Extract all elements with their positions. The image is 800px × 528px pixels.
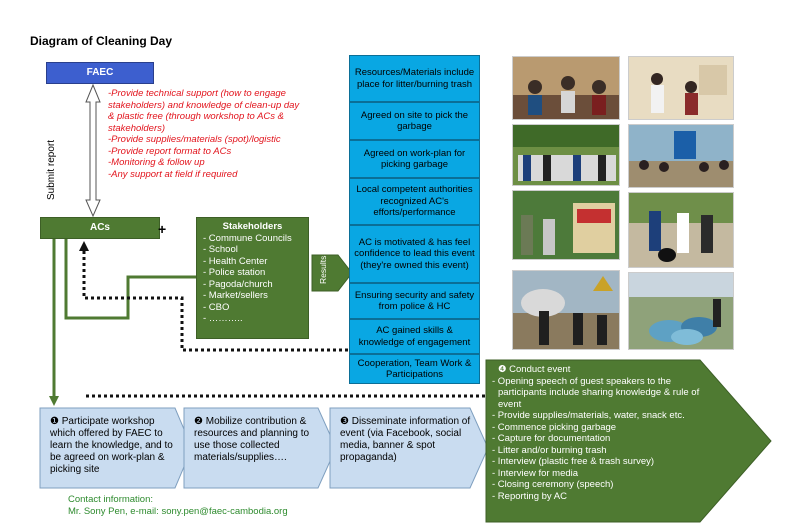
stakeholders-title: Stakeholders — [222, 221, 283, 232]
contact-email[interactable]: Mr. Sony Pen, e-mail: sony.pen@faec-camb… — [68, 506, 288, 517]
submit-report-label: Submit report — [46, 139, 57, 200]
stakeholder-item: - School — [203, 244, 238, 255]
result-box: Agreed on site to pick the garbage — [349, 102, 480, 140]
photo-picking-garbage — [628, 192, 734, 268]
stakeholder-item: - ……….. — [203, 313, 243, 324]
conduct-item: - Opening speech of guest speakers to th… — [492, 375, 672, 387]
conduct-item: - Capture for documentation — [492, 433, 611, 444]
stakeholder-item: - Pagoda/church — [203, 278, 273, 290]
photo-group — [512, 124, 620, 186]
support-line: -Provide supplies/materials (spot)/logis… — [108, 134, 281, 145]
conduct-item: - Closing ceremony (speech) — [492, 479, 614, 490]
step-disseminate: ❸ Disseminate information of event (via … — [340, 416, 471, 463]
conduct-item: - Interview (plastic free & trash survey… — [492, 456, 655, 467]
conduct-shape — [485, 359, 772, 523]
stakeholder-item: - Commune Councils — [203, 232, 292, 244]
faec-box: FAEC — [46, 62, 154, 84]
stakeholder-item: - Police station — [203, 267, 266, 278]
photo-crowd-banner — [628, 124, 734, 188]
conduct-item: - Litter and/or burning trash — [492, 444, 607, 456]
conduct-item: participants include sharing knowledge &… — [498, 387, 700, 398]
photo-workshop — [512, 56, 620, 120]
support-line: stakeholders) — [108, 122, 166, 134]
result-box: Local competent authorities recognized A… — [349, 178, 480, 225]
stakeholder-item: - Health Center — [203, 255, 268, 267]
support-line: & plastic free (through workshop to ACs … — [108, 111, 285, 122]
support-line: stakeholders) and knowledge of clean-up … — [108, 99, 300, 111]
report-arrow — [85, 83, 101, 218]
conduct-item: event — [498, 398, 522, 410]
conduct-item: - Commence picking garbage — [492, 421, 617, 433]
stakeholders-box: Stakeholders - Commune Councils - School… — [196, 217, 309, 339]
photo-burning-trash — [512, 270, 620, 350]
support-line: -Monitoring & follow up — [108, 157, 205, 168]
photo-collected-bags — [628, 272, 734, 350]
stakeholder-item: - CBO — [203, 301, 230, 313]
support-line: -Any support at field if required — [108, 168, 238, 180]
conduct-item: - Provide supplies/materials, water, sna… — [492, 410, 685, 421]
support-line: -Provide technical support (how to engag… — [108, 88, 286, 99]
step-mobilize: ❷ Mobilize contribution & resources and … — [194, 416, 310, 463]
contact-info: Contact information: Mr. Sony Pen, e-mai… — [68, 494, 288, 518]
result-box: Ensuring security and safety from police… — [349, 283, 480, 319]
step3-shape — [329, 407, 489, 489]
conduct-event-box: ❹ Conduct event - Opening speech of gues… — [492, 364, 742, 502]
plus-sign: + — [158, 221, 167, 237]
green-line-to-stakeholders — [64, 239, 196, 320]
photo-event-banners — [512, 190, 620, 260]
results-label: Results — [318, 255, 328, 284]
result-box: AC gained skills & knowledge of engageme… — [349, 319, 480, 354]
diagram-title: Diagram of Cleaning Day — [30, 34, 173, 48]
results-chevron — [311, 254, 353, 292]
result-box: Cooperation, Team Work & Participations — [349, 354, 480, 384]
step-workshop: ❶ Participate workshop which offered by … — [50, 416, 173, 475]
conduct-title: ❹ Conduct event — [498, 364, 571, 375]
stakeholder-item: - Market/sellers — [203, 290, 268, 301]
photo-meeting — [628, 56, 734, 120]
conduct-item: - Interview for media — [492, 467, 579, 479]
dotted-feedback-line — [82, 245, 349, 352]
green-arrowhead — [49, 396, 59, 406]
dotted-arrowhead — [79, 241, 89, 251]
acs-box: ACs — [40, 217, 160, 239]
result-box: Agreed on work-plan for picking garbage — [349, 140, 480, 178]
step2-shape — [183, 407, 337, 489]
result-box: AC is motivated & has feel confidence to… — [349, 225, 480, 283]
support-line: -Provide report format to ACs — [108, 145, 232, 157]
faec-support-list: -Provide technical support (how to engag… — [108, 88, 363, 180]
contact-heading: Contact information: — [68, 494, 154, 505]
conduct-item: - Reporting by AC — [492, 490, 567, 502]
result-box: Resources/Materials include place for li… — [349, 55, 480, 102]
